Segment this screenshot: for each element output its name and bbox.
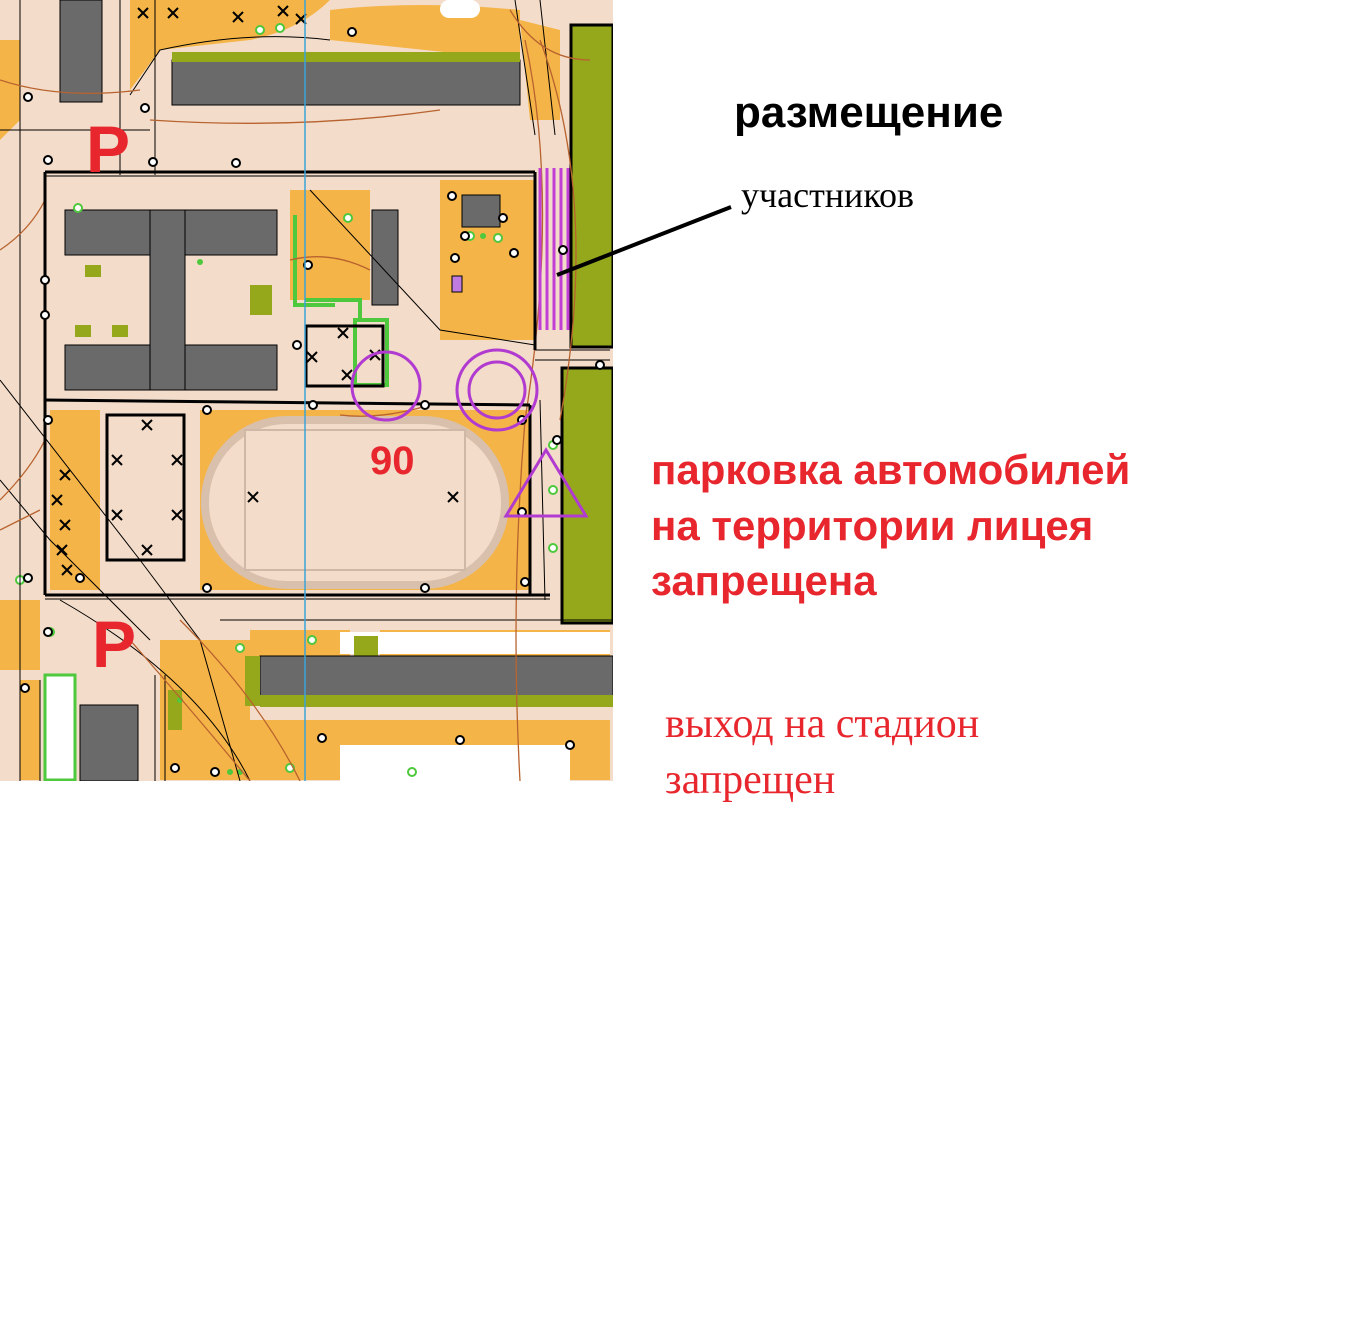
placement-label-line2: участников [741, 175, 914, 215]
start-triangle-icon [503, 447, 589, 518]
buildings [59, 0, 613, 781]
finish-double-circle-icon [455, 348, 539, 432]
control-circle-icon [350, 350, 422, 422]
placement-label-line1: размещение [734, 88, 1004, 137]
stadium-warning-line2: запрещен [665, 757, 836, 803]
orienteering-map: P P 90 [0, 0, 613, 781]
cross-symbols [51, 5, 459, 576]
course-overprint [350, 348, 589, 518]
parking-p-icon: P [92, 607, 136, 681]
stadium-warning-line1: выход на стадион [665, 701, 980, 747]
parking-warning-line1: парковка автомобилей [651, 446, 1131, 493]
control-number: 90 [370, 439, 415, 483]
parking-warning-line2: на территории лицея [651, 502, 1094, 549]
vegetation-areas [560, 23, 613, 625]
parking-p-icon: P [86, 112, 130, 186]
parking-warning-line3: запрещена [651, 557, 877, 604]
